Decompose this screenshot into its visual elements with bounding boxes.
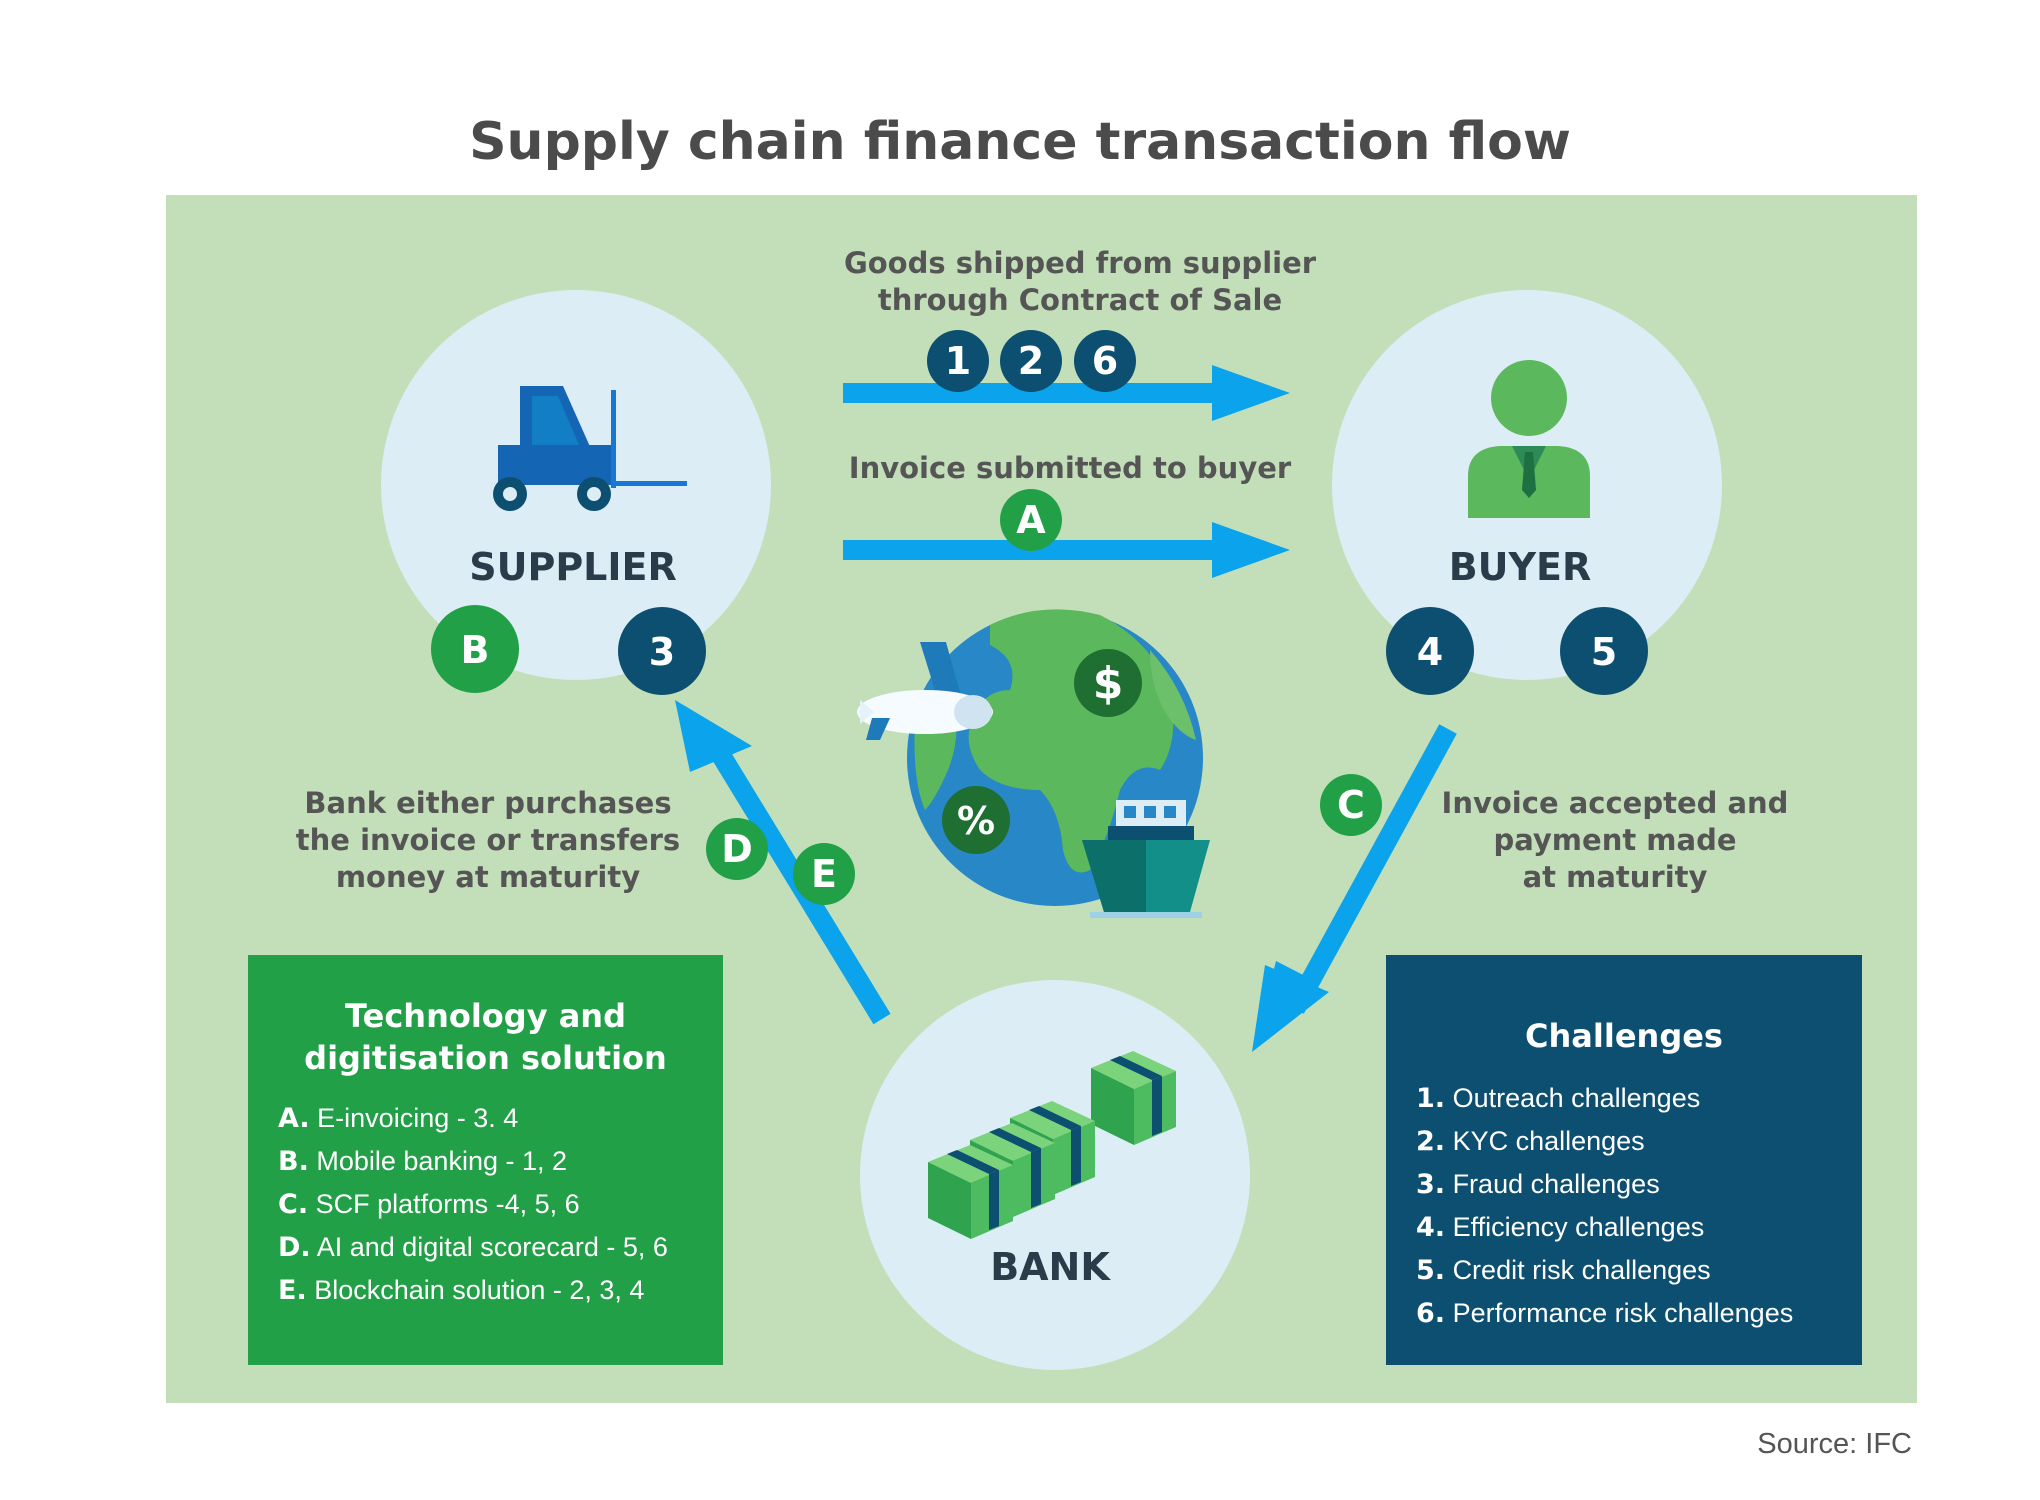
globe-dollar-badge xyxy=(1074,649,1142,717)
technology-item: D. AI and digital scorecard - 5, 6 xyxy=(278,1232,668,1263)
bank-label: BANK xyxy=(990,1245,1111,1289)
cargo-ship-icon xyxy=(1082,800,1210,918)
goods-flow-label: Goods shipped from supplier through Cont… xyxy=(843,246,1317,317)
bank-badge-e xyxy=(793,843,855,905)
money-stacks-icon xyxy=(928,1051,1176,1239)
technology-item: B. Mobile banking - 1, 2 xyxy=(278,1146,568,1177)
goods-badge-2-text: 2 xyxy=(1018,339,1044,383)
goods-arrow xyxy=(843,365,1290,421)
accepted-flow-label: Invoice accepted and payment made at mat… xyxy=(1441,786,1789,894)
accepted-badge-text: C xyxy=(1337,783,1365,827)
invoice-flow-label: Invoice submitted to buyer xyxy=(848,451,1292,485)
technology-item: C. SCF platforms -4, 5, 6 xyxy=(278,1189,580,1220)
bank-badge-d xyxy=(706,818,768,880)
challenge-item: 4. Efficiency challenges xyxy=(1416,1212,1705,1243)
technology-item: A. E-invoicing - 3. 4 xyxy=(278,1103,519,1134)
technology-box: Technology and digitisation solution A. … xyxy=(248,955,723,1365)
challenge-item: 6. Performance risk challenges xyxy=(1416,1298,1794,1329)
goods-badge-1 xyxy=(927,330,989,392)
bank-flow-label: Bank either purchases the invoice or tra… xyxy=(295,786,681,894)
businessman-icon xyxy=(1468,360,1590,518)
goods-badge-3-text: 6 xyxy=(1092,339,1118,383)
buyer-badge-4 xyxy=(1386,607,1474,695)
bank-badge-d-text: D xyxy=(721,827,753,871)
goods-badge-2 xyxy=(1000,330,1062,392)
invoice-badge-text: A xyxy=(1016,498,1046,542)
buyer-badge-5-text: 5 xyxy=(1591,630,1617,674)
accepted-arrow xyxy=(1252,724,1457,1052)
technology-item: E. Blockchain solution - 2, 3, 4 xyxy=(278,1275,645,1306)
buyer-badge-4-text: 4 xyxy=(1417,630,1443,674)
airplane-icon xyxy=(857,642,993,740)
challenge-item: 5. Credit risk challenges xyxy=(1416,1255,1711,1286)
challenge-item: 3. Fraud challenges xyxy=(1416,1169,1660,1200)
invoice-arrow xyxy=(843,522,1290,578)
page-title: Supply chain finance transaction flow xyxy=(469,112,1571,172)
supplier-badge-3 xyxy=(618,607,706,695)
supplier-label: SUPPLIER xyxy=(469,545,677,589)
invoice-badge xyxy=(1000,489,1062,551)
challenge-item: 1. Outreach challenges xyxy=(1416,1083,1701,1114)
technology-list: A. E-invoicing - 3. 4 B. Mobile banking … xyxy=(248,1079,723,1312)
technology-title: Technology and digitisation solution xyxy=(304,997,667,1077)
goods-badge-3 xyxy=(1074,330,1136,392)
bank-arrow-head xyxy=(675,700,752,772)
buyer-badge-5 xyxy=(1560,607,1648,695)
globe-percent-badge xyxy=(942,786,1010,854)
challenges-title: Challenges xyxy=(1525,1017,1723,1055)
supplier-badge-b-text: B xyxy=(461,628,490,672)
supplier-badge-3-text: 3 xyxy=(649,630,675,674)
supplier-badge-b xyxy=(431,605,519,693)
source-note: Source: IFC xyxy=(1757,1428,1912,1460)
globe-percent-symbol: % xyxy=(957,799,995,843)
forklift-icon xyxy=(493,386,687,511)
challenges-list: 1. Outreach challenges 2. KYC challenges… xyxy=(1386,1057,1862,1335)
challenge-item: 2. KYC challenges xyxy=(1416,1126,1645,1157)
bank-badge-e-text: E xyxy=(811,852,837,896)
goods-badge-1-text: 1 xyxy=(945,339,971,383)
buyer-label: BUYER xyxy=(1449,545,1592,589)
accepted-badge xyxy=(1320,774,1382,836)
challenges-box: Challenges 1. Outreach challenges 2. KYC… xyxy=(1386,955,1862,1365)
globe-dollar-symbol: $ xyxy=(1093,658,1124,709)
